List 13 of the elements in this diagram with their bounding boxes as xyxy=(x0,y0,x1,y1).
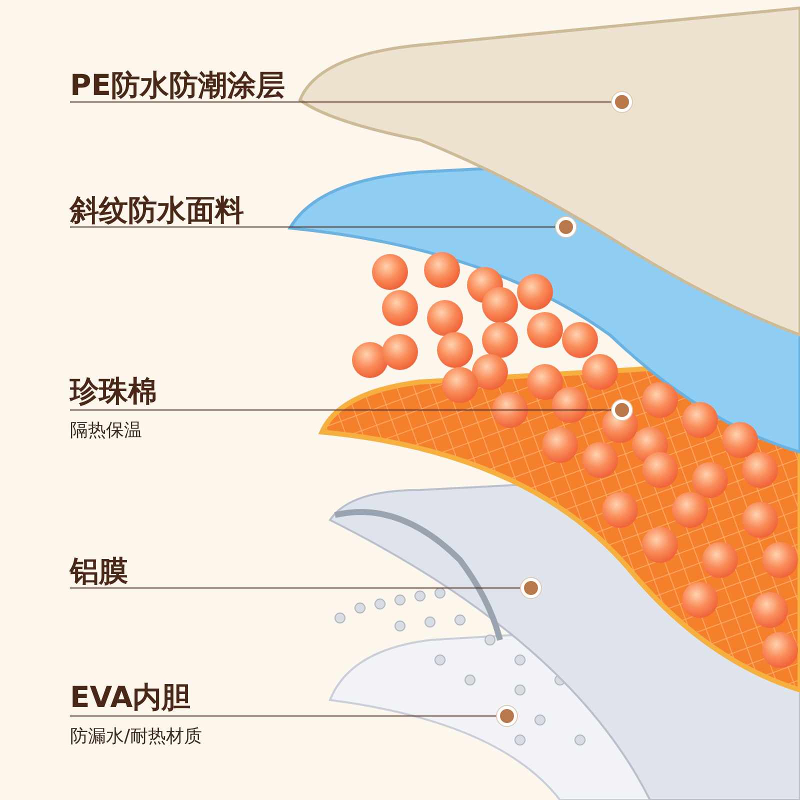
layer-note: 隔热保温 xyxy=(70,420,142,442)
layer-note: 防漏水/耐热材质 xyxy=(70,726,202,748)
marker-dot xyxy=(612,92,632,112)
marker-dot xyxy=(497,706,517,726)
marker-dot xyxy=(521,578,541,598)
layer-label: 斜纹防水面料 xyxy=(70,193,244,227)
marker-dot xyxy=(556,217,576,237)
marker-dot xyxy=(612,400,632,420)
layer-label: EVA内胆 xyxy=(70,680,191,714)
layer-label: 铝膜 xyxy=(70,554,128,588)
layer-label: 珍珠棉 xyxy=(70,374,157,408)
layer-label: PE防水防潮涂层 xyxy=(70,68,286,102)
leader-line xyxy=(70,226,556,228)
